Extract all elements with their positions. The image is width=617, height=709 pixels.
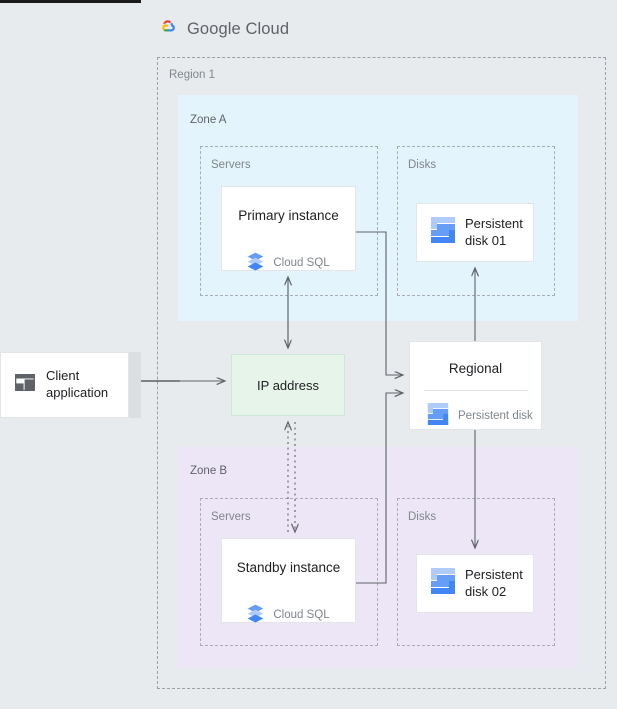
zone-a-label: Zone A [190,114,227,126]
zone-b-label: Zone B [190,465,228,477]
persistent-disk-02-label: Persistent disk 02 [465,567,523,600]
top-black-bar [0,0,141,3]
brand-name-light: Cloud [245,20,290,38]
cloud-sql-icon [247,604,264,626]
regional-disk-service: Persistent disk [410,391,541,429]
regional-disk-card[interactable]: Regional Persistent disk [409,341,542,430]
browser-window-icon [14,373,36,396]
primary-instance-title: Primary instance [238,208,339,223]
primary-instance-card[interactable]: Primary instance Cloud SQL [221,186,356,271]
persistent-disk-icon [430,567,456,600]
regional-disk-service-label: Persistent disk [458,409,533,422]
servers-group-zone-a-label: Servers [211,159,251,171]
persistent-disk-01-label-line2: disk 01 [465,232,507,248]
regional-disk-title: Regional [448,361,503,376]
persistent-disk-01-label: Persistent disk 01 [465,216,523,249]
disks-group-zone-a [397,146,555,296]
regional-disk-divider [424,390,527,391]
persistent-disk-02-label-line2: disk 02 [465,583,507,599]
client-application-label-line2: application [46,385,109,400]
standby-instance-title: Standby instance [236,560,341,575]
cloud-sql-icon [247,252,264,274]
persistent-disk-01-card[interactable]: Persistent disk 01 [416,203,534,262]
client-application-card[interactable]: Client application [0,352,129,418]
region-container [157,57,606,689]
persistent-disk-icon [430,216,456,249]
servers-group-zone-a [200,146,378,296]
standby-instance-service: Cloud SQL [222,591,355,626]
persistent-disk-02-label-line1: Persistent [465,567,523,583]
standby-instance-service-label: Cloud SQL [273,609,330,621]
brand-name-bold: Google [187,20,241,38]
region-label: Region 1 [169,69,216,81]
servers-group-zone-b-label: Servers [211,511,251,523]
client-application-label-line1: Client [46,368,80,384]
brand-name: Google Cloud [187,20,289,39]
ip-address-label: IP address [257,377,319,393]
disks-group-zone-b-label: Disks [408,511,437,523]
client-application-label: Client application [46,368,108,401]
persistent-disk-01-label-line1: Persistent [465,216,523,232]
google-cloud-logo: Google Cloud [155,17,289,42]
google-cloud-logo-icon [155,17,179,42]
primary-instance-service: Cloud SQL [222,239,355,274]
ip-address-card[interactable]: IP address [231,354,345,416]
disks-group-zone-a-label: Disks [408,159,437,171]
persistent-disk-02-card[interactable]: Persistent disk 02 [416,554,534,613]
standby-instance-card[interactable]: Standby instance Cloud SQL [221,538,356,623]
persistent-disk-icon [427,402,449,429]
primary-instance-service-label: Cloud SQL [273,257,330,269]
